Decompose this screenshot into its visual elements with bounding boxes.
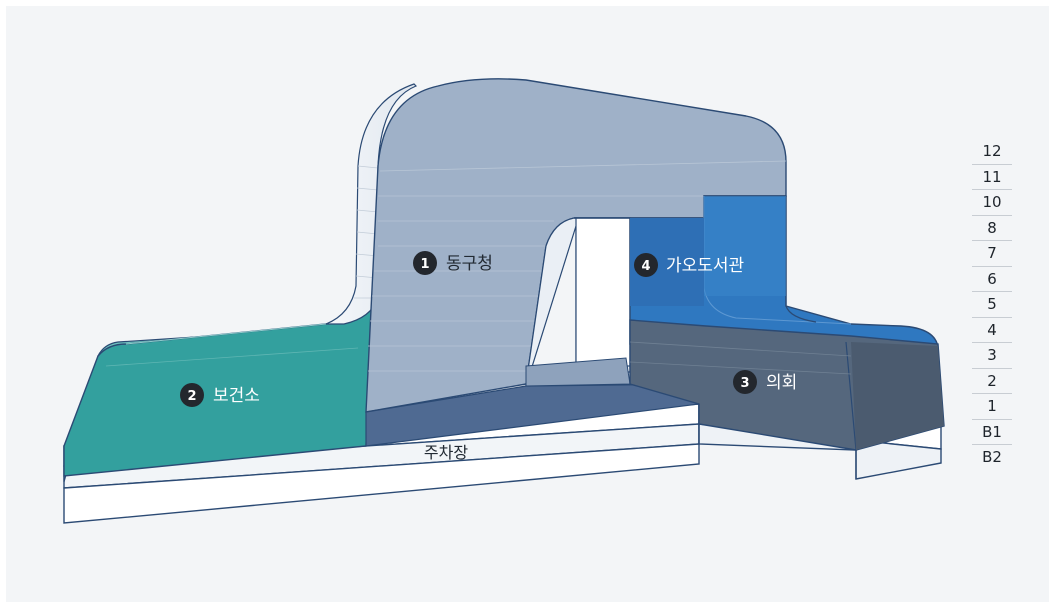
library-name: 가오도서관 — [666, 256, 744, 276]
zone-city-hall[interactable] — [365, 78, 787, 447]
floor-item-5[interactable]: 5 — [972, 292, 1012, 318]
zone-health-center[interactable] — [63, 293, 375, 483]
floor-item-2[interactable]: 2 — [972, 369, 1012, 394]
council-number: 3 — [740, 376, 749, 391]
council-label[interactable]: 3 의회 — [733, 370, 797, 394]
floor-item-11[interactable]: 11 — [972, 165, 1012, 190]
council-badge — [733, 370, 757, 394]
floor-item-1[interactable]: 1 — [972, 394, 1012, 420]
floor-item-12[interactable]: 12 — [972, 139, 1012, 165]
health-center-label[interactable]: 2 보건소 — [180, 383, 260, 407]
floor-item-10[interactable]: 10 — [972, 190, 1012, 216]
floor-item-b2[interactable]: B2 — [982, 448, 1002, 466]
library-badge — [634, 253, 658, 277]
health-center-number: 2 — [187, 389, 196, 404]
floor-item-6[interactable]: 6 — [972, 267, 1012, 292]
library-number: 4 — [641, 259, 650, 274]
floor-item-7[interactable]: 7 — [972, 241, 1012, 267]
zone-council[interactable] — [629, 319, 945, 451]
city-hall-label[interactable]: 1 동구청 — [413, 251, 493, 275]
floor-item-3[interactable]: 3 — [972, 343, 1012, 369]
floor-item-8[interactable]: 8 — [972, 216, 1012, 241]
health-center-name: 보건소 — [213, 386, 260, 406]
city-hall-badge — [413, 251, 437, 275]
city-hall-name: 동구청 — [446, 254, 493, 274]
floor-item-4[interactable]: 4 — [972, 318, 1012, 343]
parking-label: 주차장 — [424, 443, 468, 462]
health-center-badge — [180, 383, 204, 407]
zone-library[interactable] — [574, 195, 939, 349]
city-hall-number: 1 — [420, 257, 429, 272]
building-3d-diagram: 1 동구청 2 보건소 3 의회 4 가오도서관 주차장 — [63, 78, 945, 524]
floor-item-b1[interactable]: B1 — [972, 420, 1012, 445]
library-label[interactable]: 4 가오도서관 — [634, 253, 744, 277]
council-name: 의회 — [766, 373, 797, 393]
